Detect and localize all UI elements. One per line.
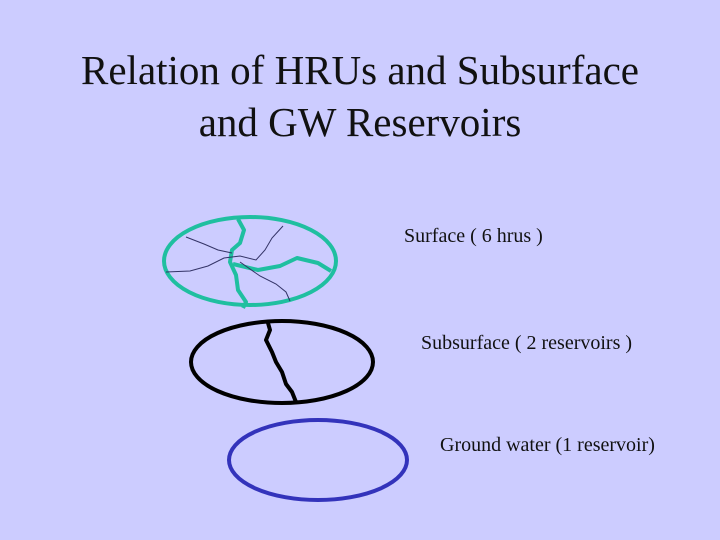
subsurface-layer (189, 319, 375, 405)
subsurface-reservoir-divider (264, 322, 298, 403)
groundwater-ellipse (227, 418, 409, 502)
slide-title-line-1: Relation of HRUs and Subsurface (81, 47, 639, 93)
stream-lower-branch (239, 261, 291, 302)
groundwater-label: Ground water (1 reservoir) (440, 434, 655, 456)
surface-hru-boundary-horizontal (232, 256, 333, 273)
subsurface-ellipse (189, 319, 375, 405)
surface-hru-boundary-vertical (228, 218, 248, 309)
surface-ellipse (162, 215, 338, 307)
surface-layer (162, 215, 338, 309)
stream-upper-branch (185, 236, 233, 254)
subsurface-label: Subsurface ( 2 reservoirs ) (421, 332, 633, 354)
surface-label: Surface ( 6 hrus ) (404, 225, 543, 247)
stream-main (165, 225, 284, 273)
slide-title-line-2: and GW Reservoirs (198, 99, 522, 145)
slide-title: Relation of HRUs and Subsurface and GW R… (0, 44, 720, 148)
groundwater-layer (227, 418, 409, 502)
